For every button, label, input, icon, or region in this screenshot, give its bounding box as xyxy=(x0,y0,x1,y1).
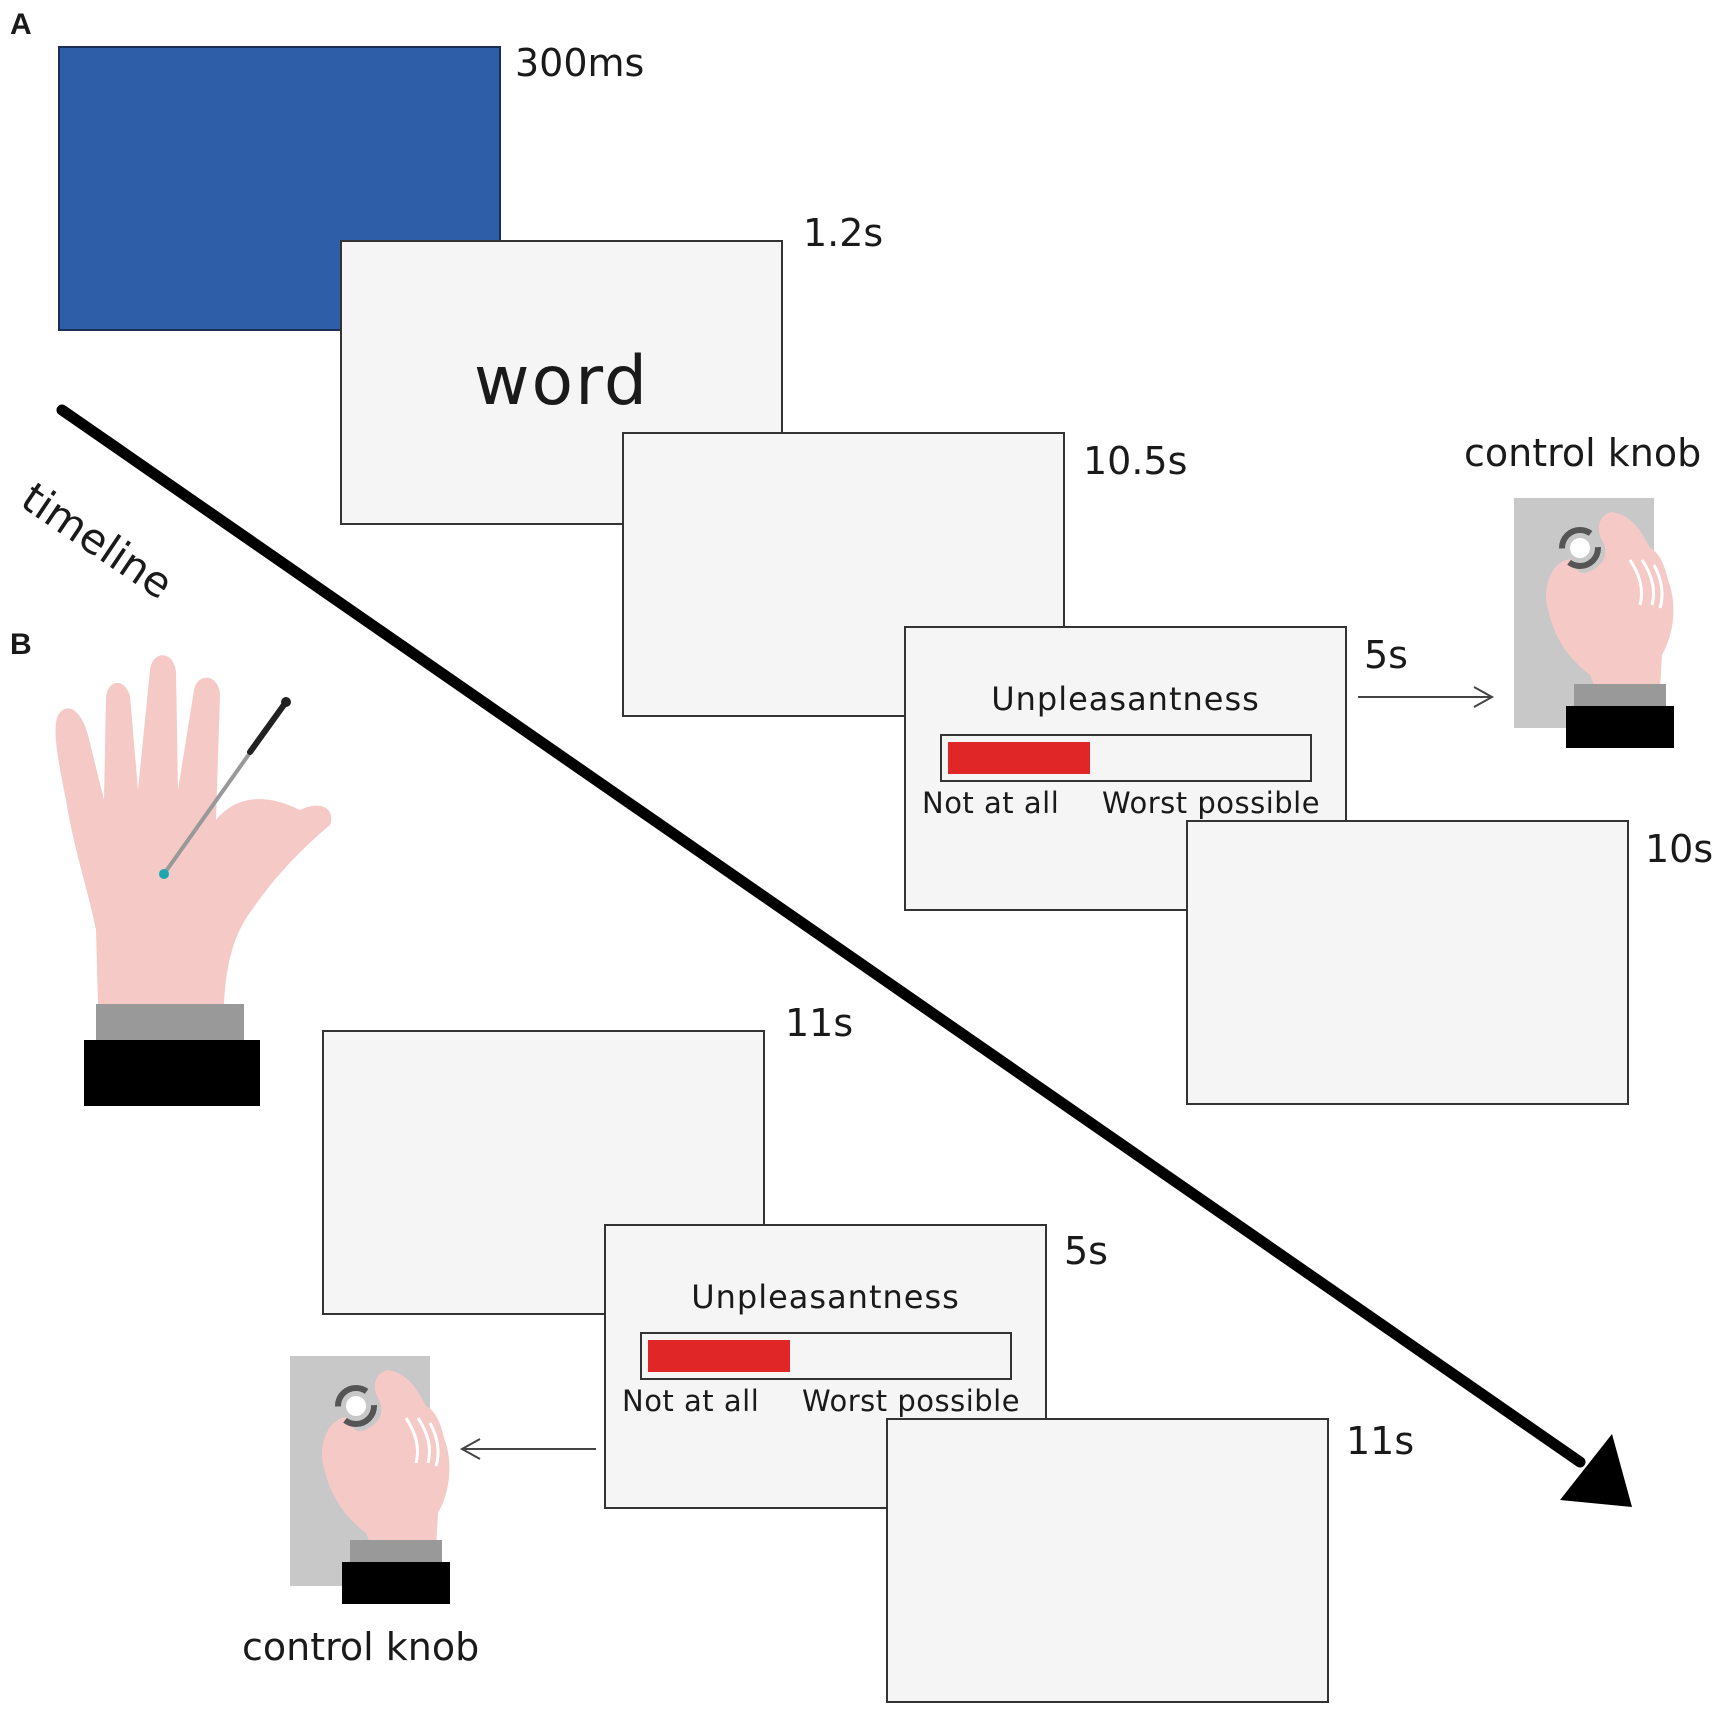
panel-letter-b: B xyxy=(10,628,32,661)
arrow-to-knob-a xyxy=(1358,686,1495,708)
hand-with-needle-illustration xyxy=(55,655,332,1106)
control-knob-label-b: control knob xyxy=(242,1625,480,1669)
duration-rating-screen-b: 5s xyxy=(1064,1229,1108,1273)
control-knob-label-a: control knob xyxy=(1464,431,1702,475)
rating-bar-a xyxy=(940,734,1312,782)
duration-blank-screen-b: 11s xyxy=(785,1001,854,1045)
rating-title-a: Unpleasantness xyxy=(991,680,1260,718)
duration-blue-screen: 300ms xyxy=(515,41,645,85)
rating-high-label-b: Worst possible xyxy=(802,1384,1021,1418)
word-stimulus: word xyxy=(473,342,650,421)
rating-bar-b xyxy=(640,1332,1012,1380)
rating-low-label-a: Not at all xyxy=(922,786,1060,820)
rating-high-label-a: Worst possible xyxy=(1102,786,1321,820)
panel-letter-a: A xyxy=(10,8,32,41)
duration-word-screen: 1.2s xyxy=(803,211,884,255)
rating-bar-fill-b xyxy=(648,1340,790,1372)
rest-screen-b xyxy=(886,1418,1329,1703)
duration-rating-screen-a: 5s xyxy=(1364,633,1408,677)
duration-rest-screen-b: 11s xyxy=(1346,1419,1415,1463)
timeline-arrow xyxy=(56,404,1632,1507)
rating-bar-fill-a xyxy=(948,742,1090,774)
rating-low-label-b: Not at all xyxy=(622,1384,760,1418)
rest-screen-a xyxy=(1186,820,1629,1105)
arrow-to-knob-b xyxy=(459,1438,596,1460)
duration-blank-screen-a: 10.5s xyxy=(1083,439,1188,483)
control-knob-device-a xyxy=(1514,498,1674,748)
rating-title-b: Unpleasantness xyxy=(691,1278,960,1316)
rating-screen-a: Unpleasantness Not at all Worst possible xyxy=(904,626,1347,911)
control-knob-device-b xyxy=(290,1356,450,1604)
duration-rest-screen-a: 10s xyxy=(1645,827,1713,871)
